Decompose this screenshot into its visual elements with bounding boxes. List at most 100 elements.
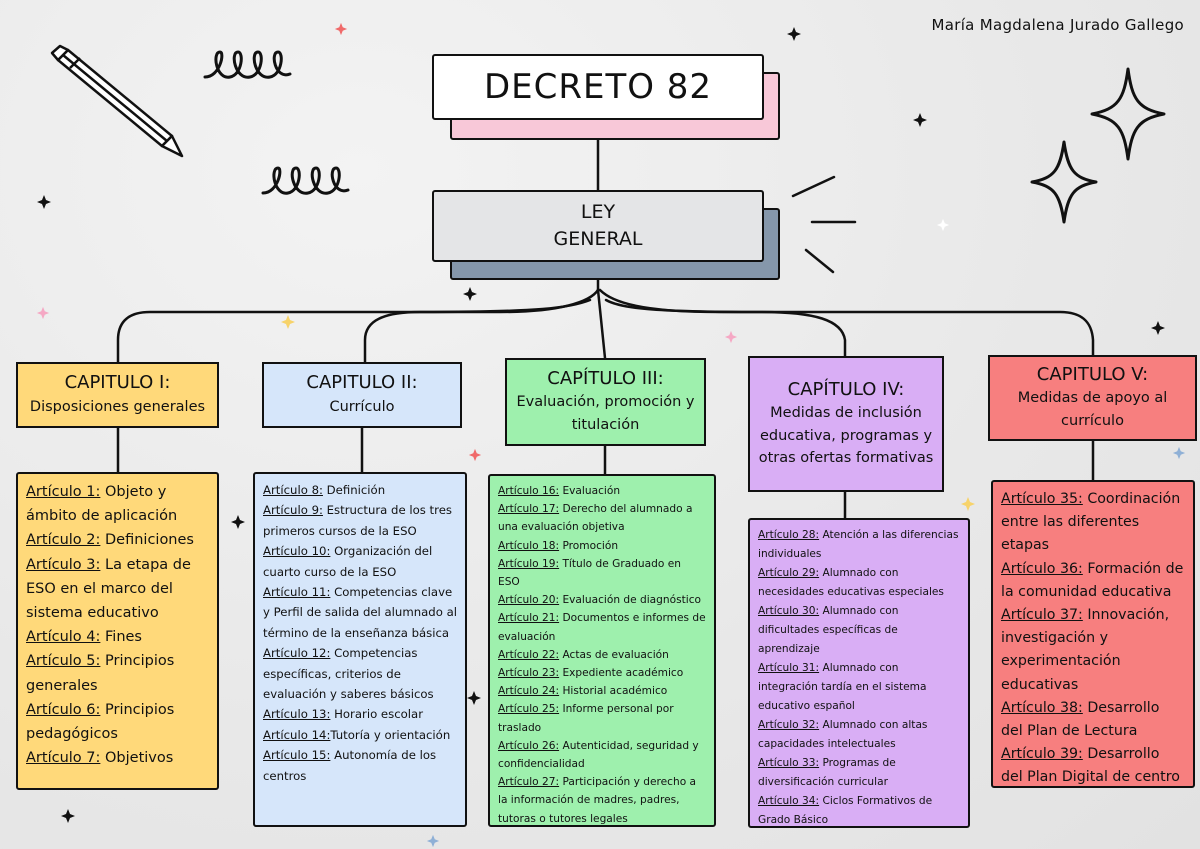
article-number: Artículo 9: [263,503,323,518]
chapter-title: CAPITULO V: [1036,363,1149,385]
article-number: Artículo 17: [498,503,560,516]
article-text: Atención a las diferencias individuales [758,529,959,560]
article-item: Artículo 35: Coordinación entre las dife… [1001,488,1185,558]
star-mark-icon [787,27,801,41]
chapter-1-box: CAPITULO I: Disposiciones generales [16,362,219,428]
article-item: Artículo 28: Atención a las diferencias … [758,526,960,564]
article-item: Artículo 14:Tutoría y orientación [263,725,457,745]
article-number: Artículo 29: [758,567,820,579]
article-text: Innovación, investigación y experimentac… [1001,607,1170,693]
article-text: Informe personal por traslado [498,703,674,734]
article-text: Definiciones [100,532,194,549]
squiggle-icon [203,50,292,79]
ray-1 [791,175,836,198]
star-mark-icon [724,330,738,344]
article-text: Desarrollo del Plan de Lectura [1001,699,1160,740]
article-item: Artículo 23: Expediente académico [498,664,706,682]
article-number: Artículo 34: [758,795,820,807]
article-text: Principios pedagógicos [26,701,175,743]
article-item: Artículo 22: Actas de evaluación [498,646,706,664]
article-item: Artículo 8: Definición [263,480,457,500]
article-text: La etapa de ESO en el marco del sistema … [26,556,191,622]
article-number: Artículo 16: [498,485,560,497]
branch-left-2 [363,298,592,364]
article-item: Artículo 5: Principios generales [26,649,209,697]
chapter-subtitle: Currículo [329,398,395,415]
star-mark-icon [961,497,975,511]
article-item: Artículo 21: Documentos e informes de ev… [498,609,706,645]
article-number: Artículo 2: [26,532,101,549]
article-text: Alumnado con dificultades específicas de… [758,605,899,655]
article-item: Artículo 18: Promoción [498,537,706,555]
star-mark-icon [334,22,348,36]
article-number: Artículo 10: [263,544,331,559]
squiggle-icon [261,166,350,195]
chapter-subtitle: Disposiciones generales [29,398,206,415]
article-number: Artículo 1: [26,484,101,500]
article-number: Artículo 4: [26,629,101,646]
article-text: Objeto y ámbito de aplicación [26,484,178,525]
article-text: Participación y derecho a la información… [498,776,697,825]
star-mark-icon [281,315,295,329]
article-number: Artículo 39: [1001,746,1083,763]
decree-title: DECRETO 82 [432,54,764,120]
article-item: Artículo 37: Innovación, investigación y… [1001,604,1185,697]
chapter-4-articles: Artículo 28: Atención a las diferencias … [748,518,970,828]
article-number: Artículo 23: [498,667,560,680]
article-number: Artículo 37: [1001,607,1083,624]
article-text: Promoción [559,539,619,552]
article-item: Artículo 25: Informe personal por trasla… [498,700,706,736]
chapter-title: CAPÍTULO III: [547,367,664,389]
article-number: Artículo 5: [26,653,101,670]
article-number: Artículo 8: [263,483,323,497]
article-item: Artículo 30: Alumnado con dificultades e… [758,602,960,659]
article-text: Evaluación [559,485,621,497]
article-text: Historial académico [559,685,668,698]
article-text: Actas de evaluación [559,648,669,661]
article-item: Artículo 33: Programas de diversificació… [758,754,960,792]
star-mark-icon [61,809,75,823]
article-item: Artículo 7: Objetivos [26,746,209,770]
article-text: Alumnado con necesidades educativas espe… [758,567,944,598]
article-item: Artículo 3: La etapa de ESO en el marco … [26,553,209,626]
article-item: Artículo 16: Evaluación [498,482,706,500]
article-text: Estructura de los tres primeros cursos d… [263,503,452,538]
article-number: Artículo 13: [263,707,331,722]
article-number: Artículo 26: [498,739,560,752]
article-number: Artículo 30: [758,605,820,617]
branch-right [598,288,1095,357]
article-item: Artículo 11: Competencias clave y Perfil… [263,582,457,643]
chapter-2-box: CAPITULO II: Currículo [262,362,462,428]
article-text: Horario escolar [330,707,424,722]
article-text: Alumnado con altas capacidades intelectu… [758,719,928,750]
article-number: Artículo 6: [26,701,101,718]
article-item: Artículo 15: Autonomía de los centros [263,745,457,786]
article-text: Programas de diversificación curricular [758,757,896,788]
article-number: Artículo 14: [263,727,331,742]
article-number: Artículo 24: [498,685,560,698]
article-item: Artículo 26: Autenticidad, seguridad y c… [498,737,706,773]
article-number: Artículo 28: [758,529,820,541]
article-item: Artículo 31: Alumnado con integración ta… [758,659,960,716]
article-text: Alumnado con integración tardía en el si… [758,662,927,712]
article-number: Artículo 21: [498,612,560,625]
article-item: Artículo 1: Objeto y ámbito de aplicació… [26,480,209,528]
article-text: Evaluación de diagnóstico [559,594,702,607]
star-mark-icon [1151,321,1165,335]
chapter-title: CAPÍTULO IV: [787,378,905,400]
article-number: Artículo 38: [1001,699,1083,716]
article-number: Artículo 7: [26,750,101,767]
article-number: Artículo 31: [758,662,820,674]
article-text: Definición [322,483,386,497]
article-text: Expediente académico [559,667,684,680]
article-item: Artículo 20: Evaluación de diagnóstico [498,591,706,609]
chapter-5-articles: Artículo 35: Coordinación entre las dife… [991,480,1195,788]
article-text: Tutoría y orientación [330,727,451,742]
chapter-1-articles: Artículo 1: Objeto y ámbito de aplicació… [16,472,219,790]
star-mark-icon [936,218,950,232]
author-name: María Magdalena Jurado Gallego [931,16,1184,34]
article-text: Competencias específicas, criterios de e… [263,646,434,702]
